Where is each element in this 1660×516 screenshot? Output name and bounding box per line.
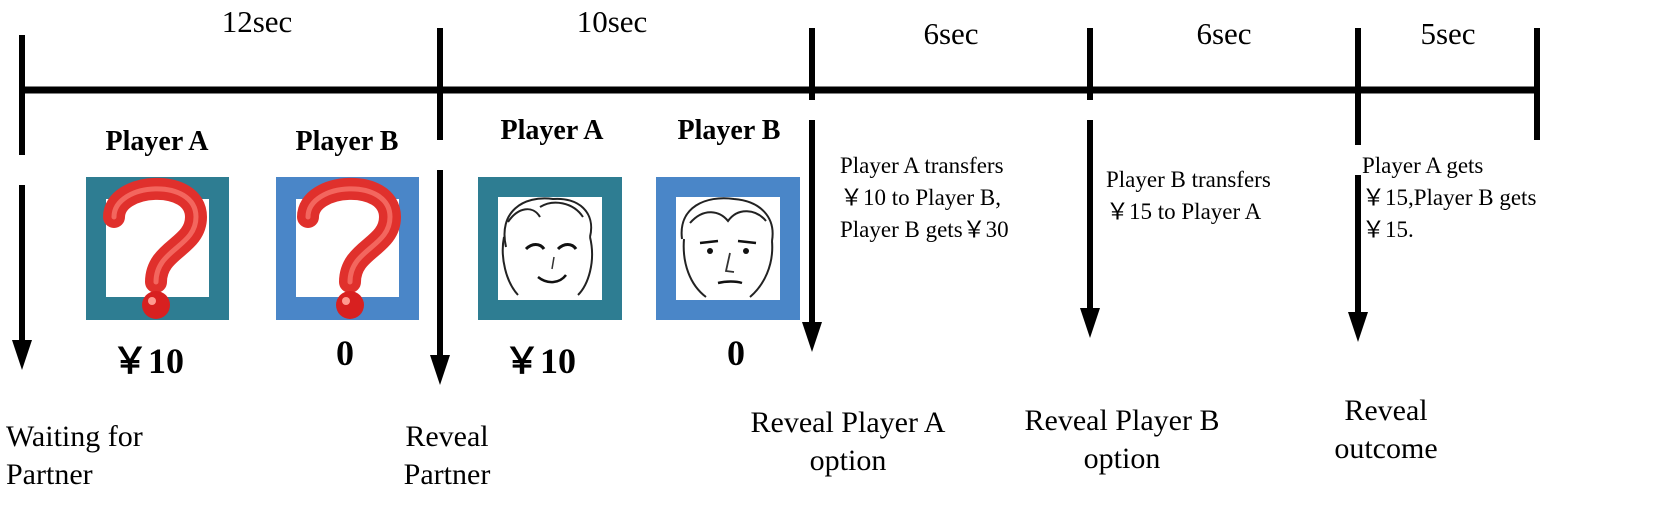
phase-duration-4: 6sec [1196,16,1252,51]
waiting-player-a-label: Player A [105,126,209,157]
waiting-player-a-amount: ￥10 [111,341,184,381]
arrow-waiting-for-partner [12,185,32,370]
phase-duration-3: 6sec [923,16,979,51]
revealed-player-a-label: Player A [500,115,604,146]
phase-duration-2: 10sec [576,4,648,39]
revealed-player-a-amount: ￥10 [503,341,576,381]
question-mark-icon [297,177,402,319]
waiting-player-b-amount: 0 [336,333,354,373]
revealed-player-b-label: Player B [677,115,781,146]
phase-duration-1: 12sec [221,4,293,39]
waiting-player-b-label: Player B [295,126,399,157]
phase-duration-5: 5sec [1420,16,1476,51]
event-reveal-player-b-option: Reveal Player B option [1024,404,1220,475]
note-outcome: Player A gets ￥15,Player B gets ￥15. [1362,153,1537,242]
arrow-reveal-partner [430,170,450,385]
event-reveal-partner: Reveal Partner [403,420,491,491]
arrow-reveal-player-a-option [802,120,822,352]
note-player-b-transfer: Player B transfers ￥15 to Player A [1106,167,1271,224]
waiting-player-a-portrait [86,177,229,320]
arrow-reveal-player-b-option [1080,120,1100,338]
question-mark-icon [103,177,208,319]
revealed-player-b-portrait [656,177,800,320]
event-waiting-for-partner: Waiting for Partner [6,420,143,491]
waiting-player-b-portrait [276,177,419,320]
revealed-player-b-amount: 0 [727,333,745,373]
event-reveal-outcome: Reveal outcome [1334,394,1438,465]
revealed-player-a-portrait [478,177,622,320]
smiling-face-icon [501,197,594,296]
note-player-a-transfer: Player A transfers ￥10 to Player B, Play… [840,153,1009,242]
neutral-face-icon [680,197,774,298]
arrow-reveal-outcome [1348,175,1368,342]
event-reveal-player-a-option: Reveal Player A option [750,406,946,477]
